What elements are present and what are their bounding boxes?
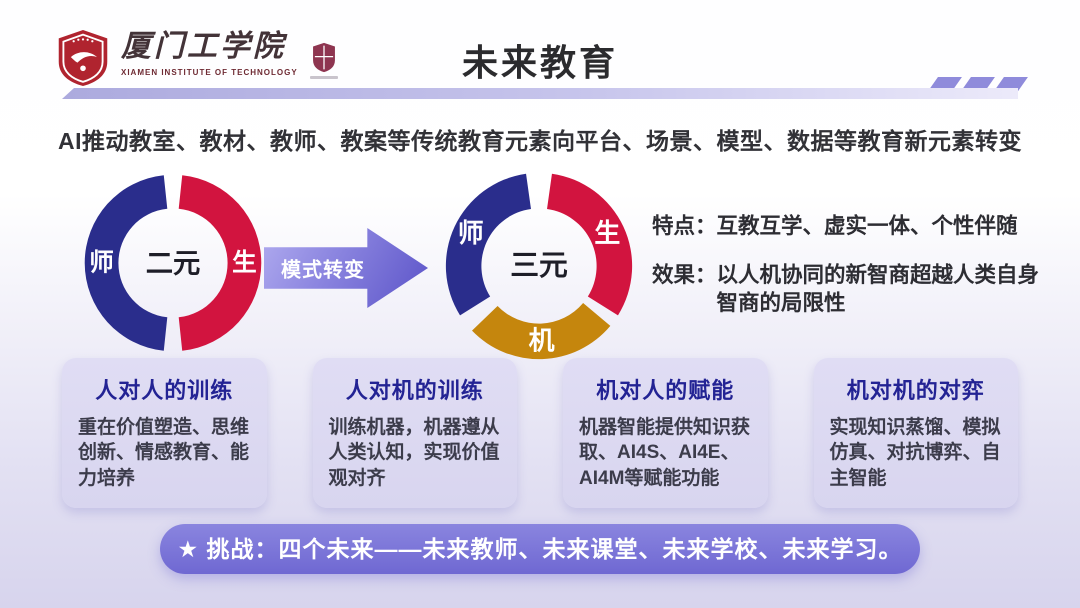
card-body: 重在价值塑造、思维创新、情感教育、能力培养 [78,417,250,489]
notes-block: 特点： 互教互学、虚实一体、个性伴随 效果： 以人机协同的新智商超越人类自身智商… [652,212,1047,318]
note-features: 特点： 互教互学、虚实一体、个性伴随 [652,212,1047,241]
note-label: 特点： [652,214,717,238]
arrow-label: 模式转变 [281,259,365,282]
card-human-to-human: 人对人的训练 重在价值塑造、思维创新、情感教育、能力培养 [62,358,267,508]
header-divider-bar [62,88,1018,99]
card-title: 机对人的赋能 [596,378,735,403]
binary-donut-chart: 师 生 二元 [82,172,264,354]
note-text: 互教互学、虚实一体、个性伴随 [716,214,1018,238]
institution-name-cn: 厦门工学院 [121,29,286,64]
banner-text: ★ 挑战：四个未来——未来教师、未来课堂、未来学校、未来学习。 [177,536,903,562]
card-machine-to-human: 机对人的赋能 机器智能提供知识获取、AI4S、AI4E、AI4M等赋能功能 [563,358,768,508]
institution-name-en: XIAMEN INSTITUTE OF TECHNOLOGY [121,68,298,77]
page-title: 未来教育 [461,42,618,83]
subtitle: AI推动教室、教材、教师、教案等传统教育元素向平台、场景、模型、数据等教育新元素… [58,128,1022,154]
header-logo: 厦门工学院 XIAMEN INSTITUTE OF TECHNOLOGY [55,28,338,93]
note-text: 以人机协同的新智商超越人类自身智商的局限性 [716,262,1040,316]
card-human-to-machine: 人对机的训练 训练机器，机器遵从人类认知，实现价值观对齐 [312,358,517,508]
svg-text:三元: 三元 [510,250,568,282]
challenge-banner: ★ 挑战：四个未来——未来教师、未来课堂、未来学校、未来学习。 [160,524,920,574]
svg-text:师: 师 [89,249,114,277]
seal-caption-bar [309,76,338,79]
svg-text:生: 生 [594,219,620,248]
university-emblem-icon [55,28,111,93]
card-body: 训练机器，机器遵从人类认知，实现价值观对齐 [328,417,500,489]
transform-arrow: 模式转变 [264,228,428,308]
note-label: 效果： [652,262,717,287]
cards-row: 人对人的训练 重在价值塑造、思维创新、情感教育、能力培养 人对机的训练 训练机器… [62,358,1018,508]
note-effect: 效果： 以人机协同的新智商超越人类自身智商的局限性 [652,261,1047,318]
svg-text:生: 生 [232,249,257,277]
card-machine-to-machine: 机对机的对弈 实现知识蒸馏、模拟仿真、对抗博弈、自主智能 [813,358,1018,508]
svg-text:机: 机 [529,326,555,355]
svg-text:二元: 二元 [146,248,201,279]
card-body: 机器智能提供知识获取、AI4S、AI4E、AI4M等赋能功能 [579,417,751,489]
university-seal-icon [309,42,338,79]
card-title: 人对人的训练 [95,378,234,403]
card-title: 机对机的对弈 [846,378,985,403]
ternary-donut-chart: 师 生机 三元 [443,170,635,362]
svg-text:师: 师 [458,219,484,248]
card-body: 实现知识蒸馏、模拟仿真、对抗博弈、自主智能 [829,417,1001,489]
institution-names: 厦门工学院 XIAMEN INSTITUTE OF TECHNOLOGY [121,29,298,78]
card-title: 人对机的训练 [345,378,484,403]
